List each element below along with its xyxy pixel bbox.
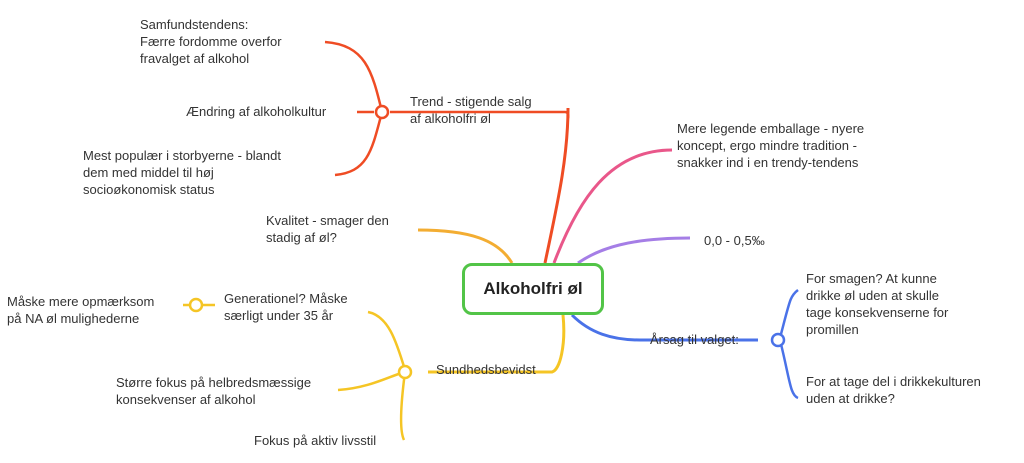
connector-root-trend (543, 107, 570, 264)
connector-root-promille (577, 236, 691, 265)
connector-trend-underline (390, 110, 570, 119)
connector-sundhed-generation (367, 310, 407, 371)
promille-node[interactable]: 0,0 - 0,5‰ (704, 233, 765, 248)
livsstil-node[interactable]: Fokus på aktiv livsstil (254, 433, 377, 448)
trend-junction-node (374, 104, 390, 120)
generationel-node[interactable]: Generationel? Måske særligt under 35 år (224, 291, 348, 323)
smagen-node[interactable]: For smagen? At kunne drikke øl uden at s… (806, 271, 949, 337)
connector-sundhed-livsstil (399, 371, 407, 441)
trend-node[interactable]: Trend - stigende salg af alkoholfri øl (410, 94, 532, 126)
aarsag-junction-node (770, 332, 786, 348)
drikkekultur-node[interactable]: For at tage del i drikkekulturen uden at… (806, 374, 981, 406)
emballage-node[interactable]: Mere legende emballage - nyere koncept, … (677, 121, 865, 170)
aarsag-node[interactable]: Årsag til valget: (650, 332, 739, 347)
connector-root-sundhed (428, 314, 566, 374)
connector-root-kvalitet (417, 228, 514, 264)
generation-junction-node (188, 297, 204, 313)
connector-root-aarsag (570, 313, 758, 342)
connector-aarsag-drikkekultur (778, 339, 799, 400)
na-oel-node[interactable]: Måske mere opmærksom på NA øl muligheder… (7, 294, 155, 326)
sundhed-junction-node (397, 364, 413, 380)
root-label: Alkoholfri øl (483, 279, 583, 298)
storbyerne-node[interactable]: Mest populær i storbyerne - blandt dem m… (83, 148, 281, 197)
helbred-node[interactable]: Større fokus på helbredsmæssige konsekve… (116, 375, 312, 407)
connector-root-emballage (552, 148, 673, 264)
root-node[interactable]: Alkoholfri øl (462, 263, 604, 315)
connector-aarsag-smag (778, 289, 799, 339)
connector-sundhed-helbred (337, 370, 406, 392)
connector-trend-samfund (324, 40, 384, 113)
aendring-node[interactable]: Ændring af alkoholkultur (186, 104, 327, 119)
connector-trend-storby (334, 111, 384, 177)
kvalitet-node[interactable]: Kvalitet - smager den stadig af øl? (266, 213, 389, 245)
samfundstendens-node[interactable]: Samfundstendens: Færre fordomme overfor … (140, 17, 282, 66)
sundhed-node[interactable]: Sundhedsbevidst (436, 362, 536, 377)
